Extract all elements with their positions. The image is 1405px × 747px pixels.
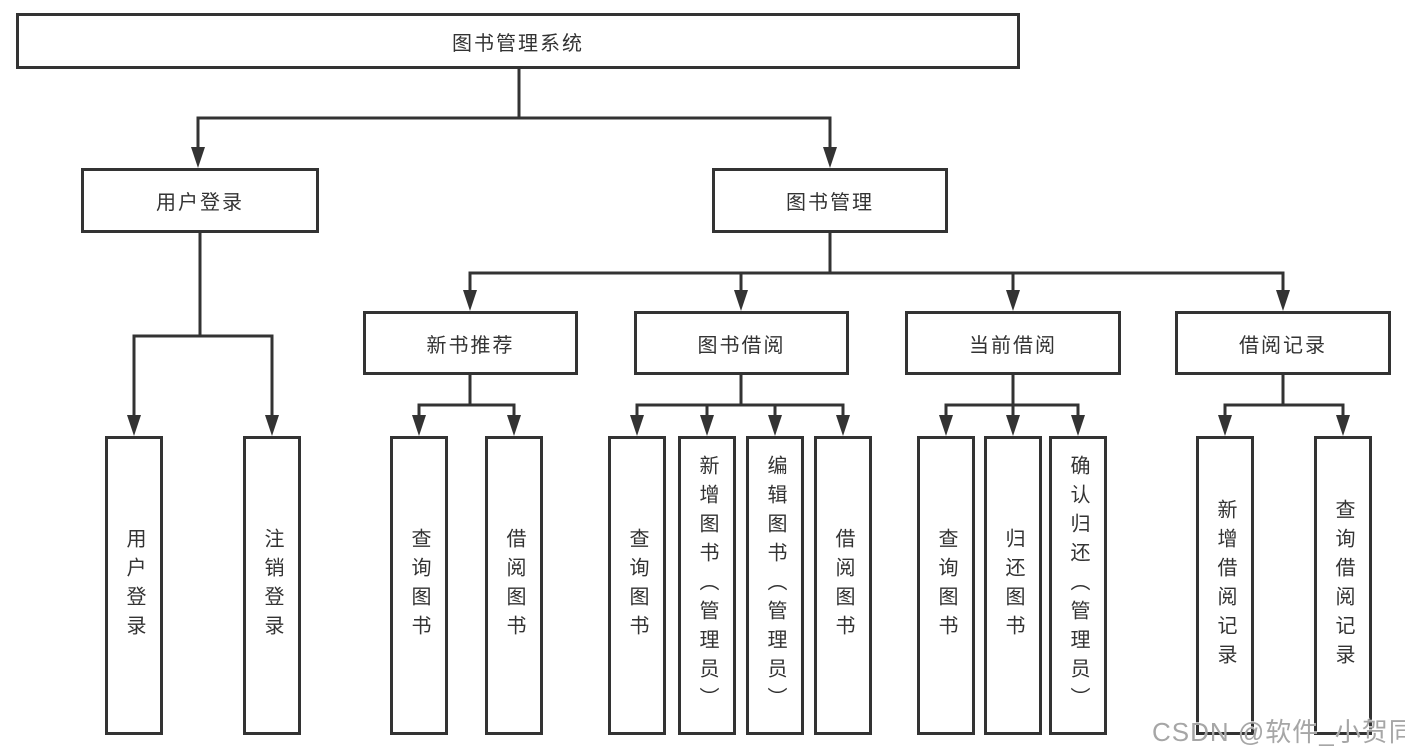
node-book-management-label: 图书管理 [786, 192, 874, 214]
node-leaf-add-book-admin-label: 新增图书（管理员） [696, 455, 718, 716]
node-current-borrow-label: 当前借阅 [969, 334, 1057, 357]
node-leaf-query-book-1: 查询图书 [390, 436, 448, 735]
node-leaf-edit-book-admin: 编辑图书（管理员） [746, 436, 804, 735]
edge-borrow-records-children [1218, 375, 1350, 436]
node-leaf-add-borrow-record: 新增借阅记录 [1196, 436, 1254, 735]
node-user-login: 用户登录 [81, 168, 319, 233]
node-leaf-borrow-book-2-label: 借阅图书 [832, 527, 854, 644]
csdn-watermark: CSDN @软件_小贺同学 [1152, 717, 1405, 747]
edge-book-borrow-children [630, 375, 850, 436]
node-leaf-query-book-2-label: 查询图书 [626, 527, 648, 644]
node-leaf-query-borrow-record-label: 查询借阅记录 [1332, 498, 1354, 673]
node-book-management: 图书管理 [712, 168, 948, 233]
node-leaf-add-borrow-record-label: 新增借阅记录 [1214, 498, 1236, 673]
edge-current-borrow-children [939, 375, 1085, 436]
node-leaf-confirm-return-admin-label: 确认归还（管理员） [1067, 455, 1089, 716]
node-leaf-logout: 注销登录 [243, 436, 301, 735]
node-borrow-records: 借阅记录 [1175, 311, 1391, 375]
node-leaf-borrow-book-1-label: 借阅图书 [503, 527, 525, 644]
node-user-login-label: 用户登录 [156, 192, 244, 214]
edge-user-login-children [127, 233, 279, 436]
node-leaf-return-book-label: 归还图书 [1002, 527, 1024, 644]
node-leaf-query-book-1-label: 查询图书 [408, 527, 430, 644]
node-book-borrow-label: 图书借阅 [697, 334, 786, 357]
node-leaf-logout-label: 注销登录 [261, 527, 283, 644]
node-current-borrow: 当前借阅 [905, 311, 1121, 375]
edge-book-management-children [463, 233, 1290, 311]
edge-new-book-recommend-children [412, 375, 521, 436]
node-library-management-system-label: 图书管理系统 [452, 32, 584, 55]
node-new-book-recommend-label: 新书推荐 [426, 334, 515, 357]
node-leaf-query-book-3: 查询图书 [917, 436, 975, 735]
node-leaf-add-book-admin: 新增图书（管理员） [678, 436, 736, 735]
node-leaf-user-login: 用户登录 [105, 436, 163, 735]
node-leaf-confirm-return-admin: 确认归还（管理员） [1049, 436, 1107, 735]
node-library-management-system: 图书管理系统 [16, 13, 1020, 69]
node-new-book-recommend: 新书推荐 [363, 311, 578, 375]
node-leaf-borrow-book-2: 借阅图书 [814, 436, 872, 735]
node-leaf-user-login-label: 用户登录 [123, 527, 145, 644]
node-leaf-borrow-book-1: 借阅图书 [485, 436, 543, 735]
node-leaf-return-book: 归还图书 [984, 436, 1042, 735]
node-leaf-query-borrow-record: 查询借阅记录 [1314, 436, 1372, 735]
node-leaf-query-book-3-label: 查询图书 [935, 527, 957, 644]
edge-root-to-level2 [191, 69, 837, 168]
node-leaf-edit-book-admin-label: 编辑图书（管理员） [764, 455, 786, 716]
node-borrow-records-label: 借阅记录 [1239, 334, 1327, 357]
node-leaf-query-book-2: 查询图书 [608, 436, 666, 735]
node-book-borrow: 图书借阅 [634, 311, 849, 375]
